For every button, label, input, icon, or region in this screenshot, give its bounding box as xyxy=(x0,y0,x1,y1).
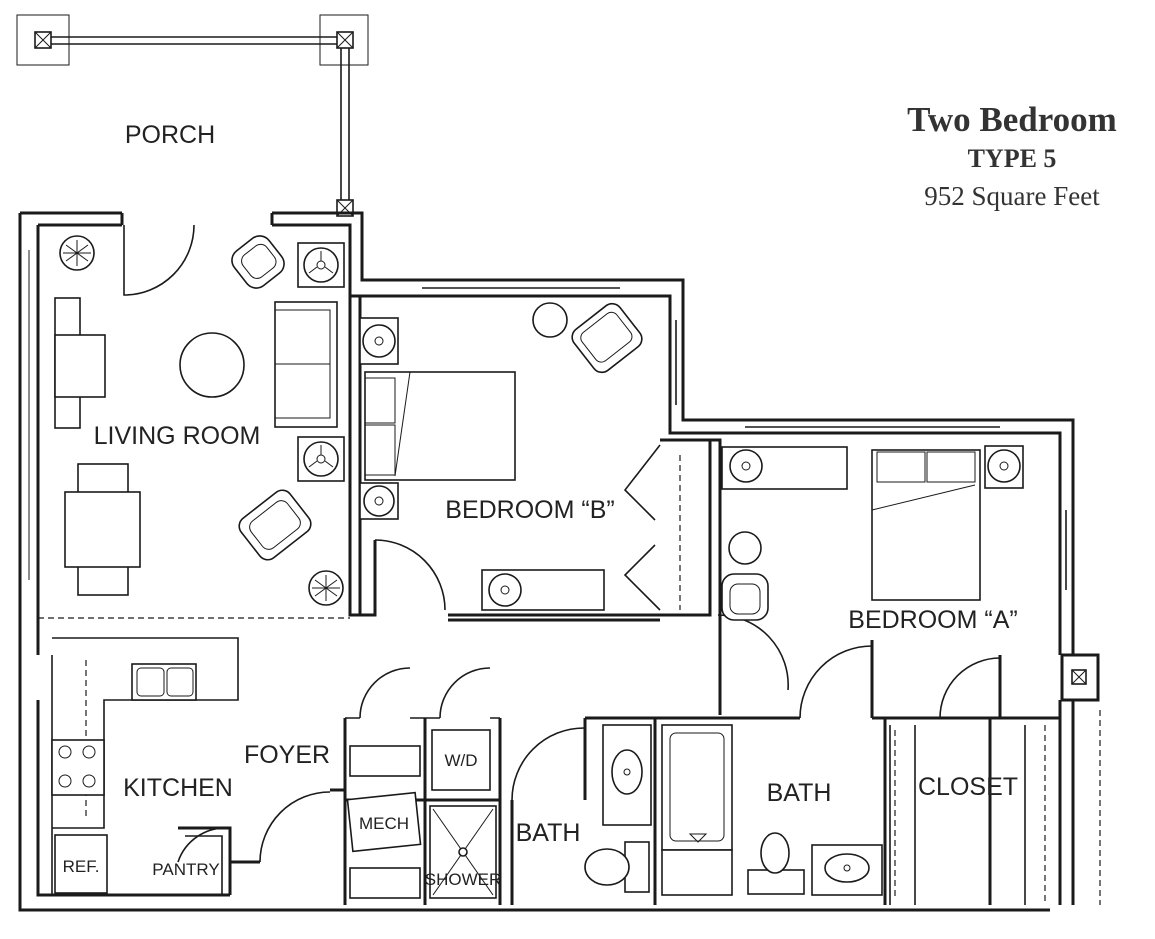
armchair-icon xyxy=(721,573,769,621)
room-label-porch: PORCH xyxy=(125,121,215,149)
fixture-label-mech: MECH xyxy=(359,814,409,833)
porch-railing xyxy=(16,14,369,217)
refrigerator-icon xyxy=(54,834,108,894)
coffee-table-icon xyxy=(179,332,245,398)
room-label-bath-2: BATH xyxy=(767,779,832,807)
fixture-label-shower: SHOWER xyxy=(425,870,502,889)
bathtub-icon xyxy=(661,724,733,851)
toilet-icon xyxy=(760,832,790,874)
armchair-icon xyxy=(571,302,643,374)
room-label-bedroom-b: BEDROOM “B” xyxy=(445,496,614,524)
mech-unit-icon xyxy=(346,791,422,853)
room-label-bath-1: BATH xyxy=(516,819,581,847)
sink-icon xyxy=(611,749,643,795)
lamp-icon xyxy=(303,247,339,283)
fixture-label-ref: REF. xyxy=(63,857,100,876)
room-label-foyer: FOYER xyxy=(244,741,330,769)
living-room-furniture xyxy=(54,235,345,606)
room-label-living-room: LIVING ROOM xyxy=(94,422,261,450)
room-label-bedroom-a: BEDROOM “A” xyxy=(848,606,1017,634)
bath-1-fixtures xyxy=(584,724,652,893)
dining-table-icon xyxy=(64,491,141,568)
bedroom-b-furniture xyxy=(359,302,643,611)
toilet-icon xyxy=(584,848,630,886)
bath-2-fixtures xyxy=(661,724,883,896)
bedroom-a-furniture xyxy=(721,445,1024,621)
kitchen-fixtures xyxy=(51,663,197,894)
sink-icon xyxy=(824,853,870,883)
room-label-closet: CLOSET xyxy=(918,773,1018,801)
armchair-icon xyxy=(231,235,285,289)
flue-box xyxy=(1060,653,1100,702)
plan-type: TYPE 5 xyxy=(968,144,1057,173)
armchair-icon xyxy=(238,489,312,561)
plan-title: Two Bedroom xyxy=(907,100,1117,139)
bed-icon xyxy=(364,371,516,481)
lamp-icon xyxy=(362,324,396,358)
fixture-label-wd: W/D xyxy=(444,751,477,770)
lamp-icon xyxy=(363,485,395,517)
windows xyxy=(28,250,1067,590)
plan-area: 952 Square Feet xyxy=(924,181,1100,211)
lamp-icon xyxy=(303,441,339,477)
washer-dryer-icon xyxy=(431,729,491,791)
exterior-walls xyxy=(18,211,1075,912)
room-label-kitchen: KITCHEN xyxy=(123,774,233,802)
utility-fixtures xyxy=(346,729,497,899)
bed-icon xyxy=(871,449,981,601)
fixture-label-pantry: PANTRY xyxy=(152,860,219,879)
doors xyxy=(123,224,1001,863)
